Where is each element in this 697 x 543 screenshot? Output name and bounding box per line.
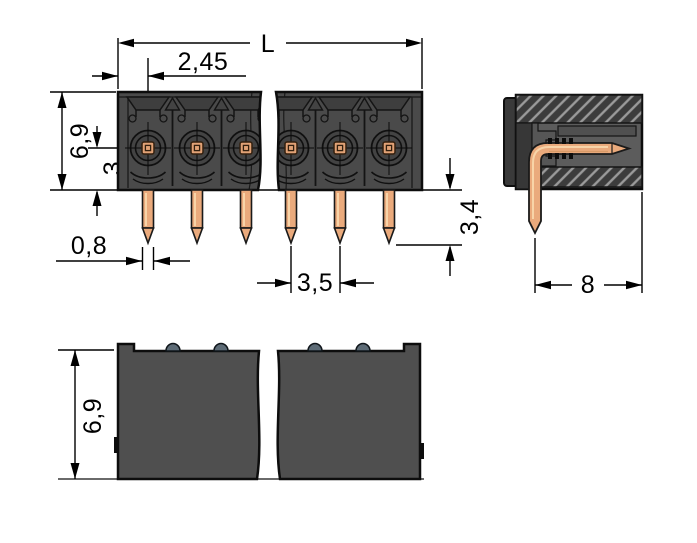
label-front-body-height: 6,9 [66,123,94,159]
dim-overall-length [117,38,423,89]
arrowhead-right [275,278,291,288]
arrowhead-left [535,280,551,290]
side-top-slot [557,125,637,137]
bottom-housing-left-half [116,342,261,481]
arrowhead-down [57,174,67,190]
arrowhead-up [445,245,455,261]
arrowhead-right [126,256,142,266]
pin-bump [213,342,229,352]
side-bottom-wall-hatch [528,166,643,188]
side-angled-pin [528,138,632,236]
arrowhead-up [70,350,80,366]
label-pin-protrusion: 3,4 [456,199,484,235]
label-pin-width: 0,8 [71,232,107,260]
arrowhead-left [148,71,164,81]
arrowhead-right [406,38,422,48]
front-right-cells [276,92,422,190]
bottom-housing-right-half [276,342,422,481]
right-latch-tick [420,443,424,459]
pin-serrations [548,138,573,159]
bottom-pin-bumps [165,342,371,352]
bottom-view: 6,9 [58,342,424,481]
pin-bump [355,342,371,352]
pin-highlight [532,146,608,219]
front-view: L 2,45 6,9 3 [50,30,484,297]
pin-bump [165,342,181,352]
arrowhead-up [92,190,102,206]
label-pin-pitch: 3,5 [297,269,333,297]
arrowhead-down [70,463,80,479]
arrowhead-left [340,278,356,288]
arrowhead-left [154,256,170,266]
dim-pin-width [56,247,190,270]
side-top-wall-hatch [515,94,643,124]
left-latch-tick [114,437,118,453]
dim-pin-protrusion [396,158,462,276]
dim-depth [534,192,643,293]
dim-pin-pitch [257,246,374,293]
side-view: 8 [503,93,644,299]
arrowhead-down [92,132,102,148]
front-right-outline [274,90,424,192]
label-overall-length: L [261,30,275,58]
front-left-outline [116,90,263,192]
front-left-cells [118,92,261,190]
arrowhead-left [118,38,134,48]
arrowhead-up [57,92,67,108]
front-housing [116,90,424,192]
pin-bump [307,342,323,352]
label-pin1-offset: 2,45 [178,48,229,76]
arrowhead-right [626,280,642,290]
label-depth: 8 [581,271,595,299]
arrowhead-right [102,71,118,81]
dim-bottom-body-height [58,349,114,479]
arrowhead-down [445,174,455,190]
label-bottom-body-height: 6,9 [79,398,107,434]
